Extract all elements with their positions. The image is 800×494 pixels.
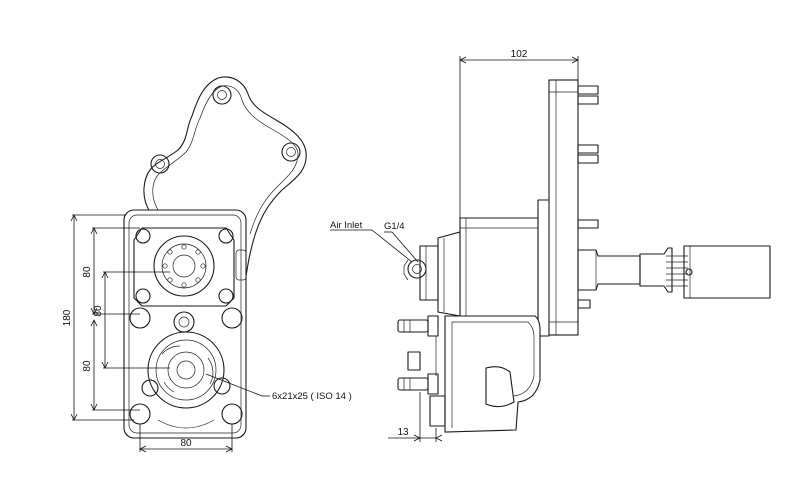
front-bolt-mr [218, 288, 234, 304]
dim-text-102: 102 [511, 49, 528, 60]
dim-text-80-mid: 80 [93, 305, 104, 317]
front-upper-flange-inner [152, 85, 299, 235]
front-upper-housing [133, 227, 235, 307]
side-studs [577, 85, 599, 309]
front-view [123, 76, 307, 439]
spline-leader [205, 373, 263, 397]
front-bolt-lr [213, 377, 231, 395]
front-arc-2 [207, 357, 214, 385]
front-flange-hole-right-inner [286, 147, 296, 157]
dim-text-80-upper: 80 [82, 266, 93, 278]
side-spline-coupling [639, 247, 673, 293]
front-flange-hole-left-inner [155, 159, 165, 169]
side-sleeve-pin [685, 268, 693, 276]
side-view-dimensions: 102 13 Air Inlet G1/4 [330, 49, 579, 442]
front-upper-bore [153, 235, 215, 297]
side-view [397, 79, 771, 433]
side-front-cap [437, 231, 461, 317]
front-flange-hole-top [212, 85, 232, 105]
dim-text-13: 13 [397, 427, 409, 438]
side-lower-housing [444, 315, 541, 433]
front-bolt-ur [218, 228, 234, 244]
front-upper-bore-inner [161, 243, 207, 289]
air-inlet-callout: Air Inlet [330, 220, 363, 231]
front-flange-hole-top-inner [217, 90, 227, 100]
front-lower-boss-ring [155, 339, 217, 401]
front-bottom-curve [157, 419, 215, 429]
front-view-dimensions: 180 80 80 80 80 6x21x25 ( ISO 14 ) [62, 214, 352, 453]
front-bolt-ul [135, 228, 151, 244]
dim-text-80-bottom: 80 [180, 438, 192, 449]
front-arc-3 [163, 381, 175, 393]
front-upper-gear-teeth [162, 244, 206, 288]
front-hole-mid-right [221, 307, 243, 329]
side-spline-teeth [666, 255, 688, 287]
front-bolt-ml [135, 288, 151, 304]
front-output-spline-inner [176, 360, 196, 380]
side-output-shaft [577, 249, 641, 291]
side-mount-plate [548, 79, 579, 336]
dim-text-180: 180 [62, 309, 73, 326]
side-plate-step [537, 199, 550, 337]
front-side-boss [235, 249, 247, 281]
g14-leader [391, 231, 419, 263]
front-hole-mid-center-inner [178, 316, 190, 328]
front-upper-flange [143, 76, 307, 277]
side-extension-sleeve [683, 245, 771, 299]
front-upper-shaft [172, 254, 196, 278]
spline-callout: 6x21x25 ( ISO 14 ) [272, 391, 352, 402]
g14-callout: G1/4 [384, 221, 405, 232]
side-nose-block [419, 245, 439, 301]
side-air-inlet-port [412, 264, 422, 274]
front-bolt-ll [141, 379, 159, 397]
front-hole-mid-left [129, 307, 151, 329]
front-lower-boss [147, 331, 225, 409]
side-cylinder-end [485, 366, 515, 408]
front-output-spline [167, 351, 205, 389]
side-lower-bolts [397, 315, 446, 427]
side-air-inlet-fitting [407, 259, 427, 279]
front-flange-hole-left [150, 154, 170, 174]
air-inlet-leader [371, 229, 413, 263]
front-body-inner [128, 214, 242, 434]
dim-text-80-lower: 80 [82, 360, 93, 372]
front-arc-1 [161, 345, 181, 355]
front-flange-hole-right [281, 142, 301, 162]
